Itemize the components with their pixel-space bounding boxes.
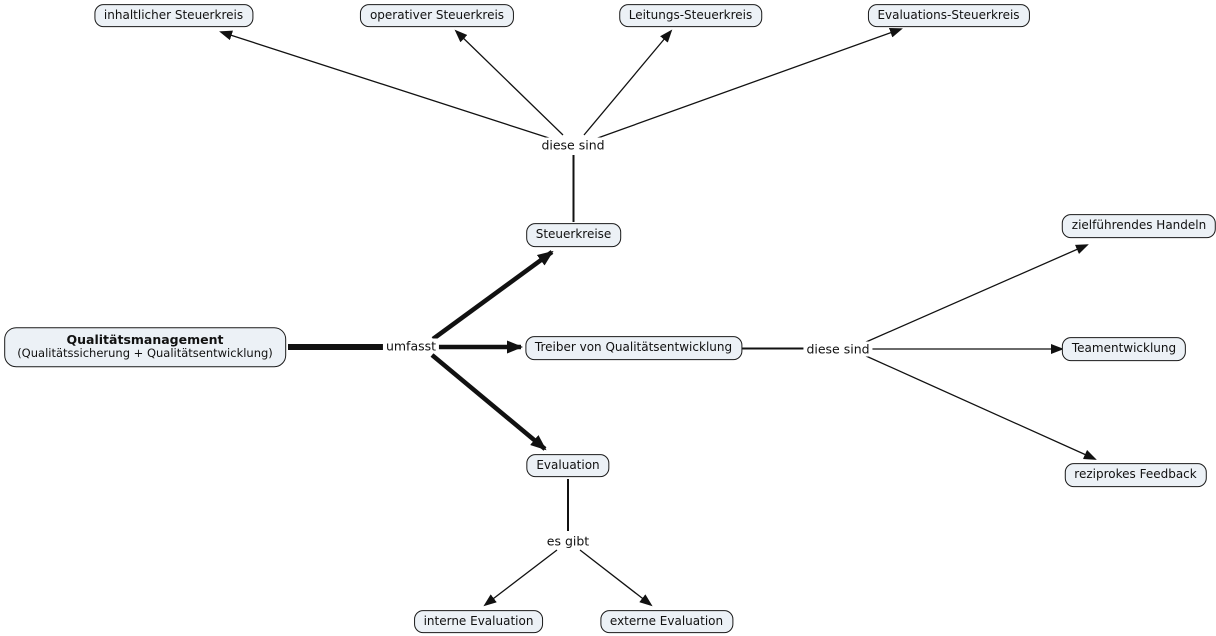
concept-evaluation[interactable]: Evaluation (526, 453, 610, 478)
concept-label: Evaluation (536, 457, 600, 472)
concept-evaluations-steuerkreis[interactable]: Evaluations-Steuerkreis (867, 3, 1030, 28)
concept-label: zielführendes Handeln (1071, 218, 1207, 233)
concept-operativer-steuerkreis[interactable]: operativer Steuerkreis (359, 3, 515, 28)
concept-title: Qualitätsmanagement (66, 332, 224, 348)
concept-reziprokes-feedback[interactable]: reziprokes Feedback (1064, 463, 1207, 487)
edge-diesesind-to-operativer (454, 29, 564, 136)
edge-esgibt-to-interne (483, 549, 558, 607)
concept-subtitle: (Qualitätssicherung + Qualitätsentwicklu… (17, 346, 273, 361)
link-label-umfasst[interactable]: umfasst (382, 338, 440, 354)
concept-steuerkreise[interactable]: Steuerkreise (525, 223, 622, 247)
concept-inhaltlicher-steuerkreis[interactable]: inhaltlicher Steuerkreis (93, 3, 254, 28)
edge-diesesind-to-reziprok (865, 355, 1097, 460)
edge-diesesind-to-evaluations (594, 28, 903, 140)
edge-esgibt-to-externe (579, 549, 653, 607)
concept-label: Evaluations-Steuerkreis (877, 7, 1020, 22)
concept-label: reziprokes Feedback (1074, 467, 1197, 482)
concept-label: Leitungs-Steuerkreis (628, 7, 753, 22)
edge-umfasst-to-evaluation (430, 353, 547, 451)
concept-externe-evaluation[interactable]: externe Evaluation (599, 609, 734, 634)
concept-label: Steuerkreise (535, 227, 612, 242)
link-label-diese-sind-right[interactable]: diese sind (803, 341, 873, 357)
concept-leitungs-steuerkreis[interactable]: Leitungs-Steuerkreis (618, 3, 763, 28)
concept-qualitaetsmanagement[interactable]: Qualitätsmanagement (Qualitätssicherung … (4, 327, 286, 367)
concept-label: operativer Steuerkreis (369, 7, 505, 22)
concept-label: Teamentwicklung (1071, 341, 1177, 356)
concept-label: Treiber von Qualitätsentwicklung (534, 340, 733, 355)
edge-diesesind-to-zielfuehrend (865, 244, 1089, 343)
concept-treiber-von-qualitaetsentwicklung[interactable]: Treiber von Qualitätsentwicklung (524, 336, 743, 360)
concept-zielfuehrendes-handeln[interactable]: zielführendes Handeln (1061, 214, 1216, 238)
edge-umfasst-to-steuerkreise (431, 250, 554, 341)
concept-label: externe Evaluation (609, 613, 724, 628)
concept-label: inhaltlicher Steuerkreis (103, 7, 244, 22)
edge-diesesind-to-inhaltlicher (219, 30, 553, 140)
concept-teamentwicklung[interactable]: Teamentwicklung (1061, 337, 1187, 361)
concept-interne-evaluation[interactable]: interne Evaluation (413, 609, 544, 634)
concept-label: interne Evaluation (423, 613, 534, 628)
link-label-es-gibt[interactable]: es gibt (543, 533, 593, 549)
edge-diesesind-to-leitungs (583, 29, 673, 136)
link-label-diese-sind-top[interactable]: diese sind (538, 137, 608, 153)
